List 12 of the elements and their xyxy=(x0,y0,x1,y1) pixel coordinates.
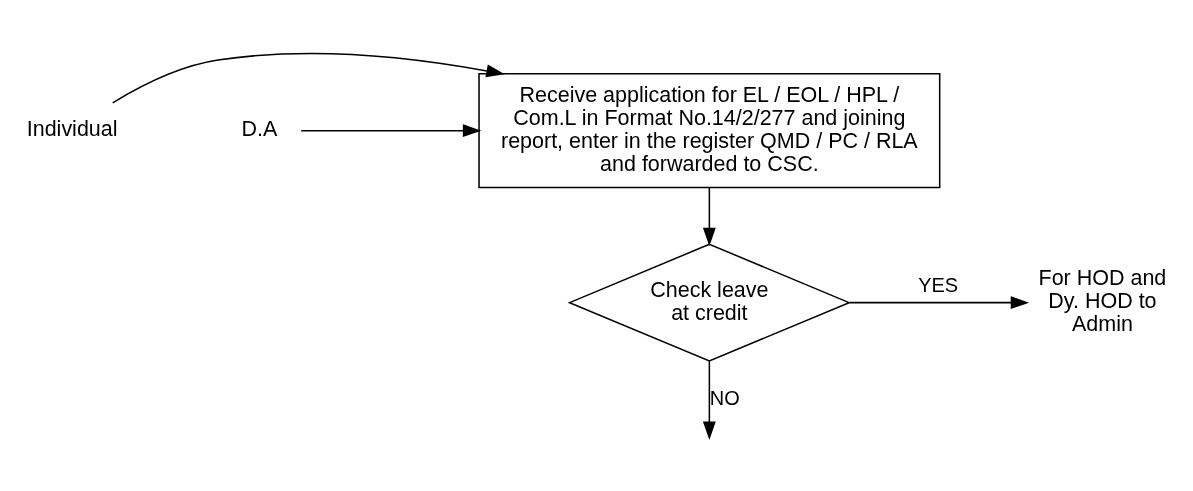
arrow xyxy=(702,186,716,246)
node-box: Receive application for EL / EOL / HPL / Com.L in Format No.14/2/277 and joining report, enter in the register QMD / PC / RLA and forwarded to CSC. xyxy=(478,72,941,188)
arrow xyxy=(300,123,482,137)
node-text: For HOD and Dy. HOD to Admin xyxy=(1038,265,1167,336)
node-text: D.A xyxy=(241,116,278,141)
node-diamond: Check leave at credit xyxy=(567,242,852,362)
node-text: Individual xyxy=(26,116,118,141)
arrow xyxy=(111,52,505,104)
edge-label: YES xyxy=(918,273,959,296)
edge-label: NO xyxy=(709,386,740,409)
arrow xyxy=(848,295,1030,309)
arrow xyxy=(702,359,716,440)
